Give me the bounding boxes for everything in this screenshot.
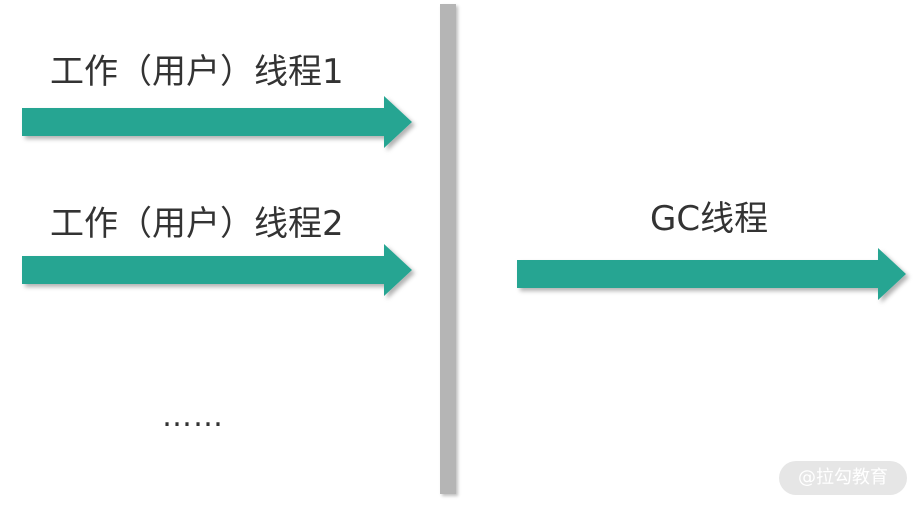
gc-thread-label: GC线程: [650, 199, 769, 239]
worker-thread-1-label: 工作（用户）线程1: [50, 52, 344, 92]
worker-thread-2-label: 工作（用户）线程2: [50, 204, 344, 244]
worker-thread-1-arrow: [22, 96, 412, 148]
gc-thread-arrow: [517, 248, 906, 300]
lagou-watermark: @拉勾教育: [779, 461, 907, 495]
worker-thread-2-arrow: [22, 244, 412, 296]
pause-divider-bar: [440, 4, 456, 494]
more-threads-ellipsis: ……: [162, 399, 224, 434]
